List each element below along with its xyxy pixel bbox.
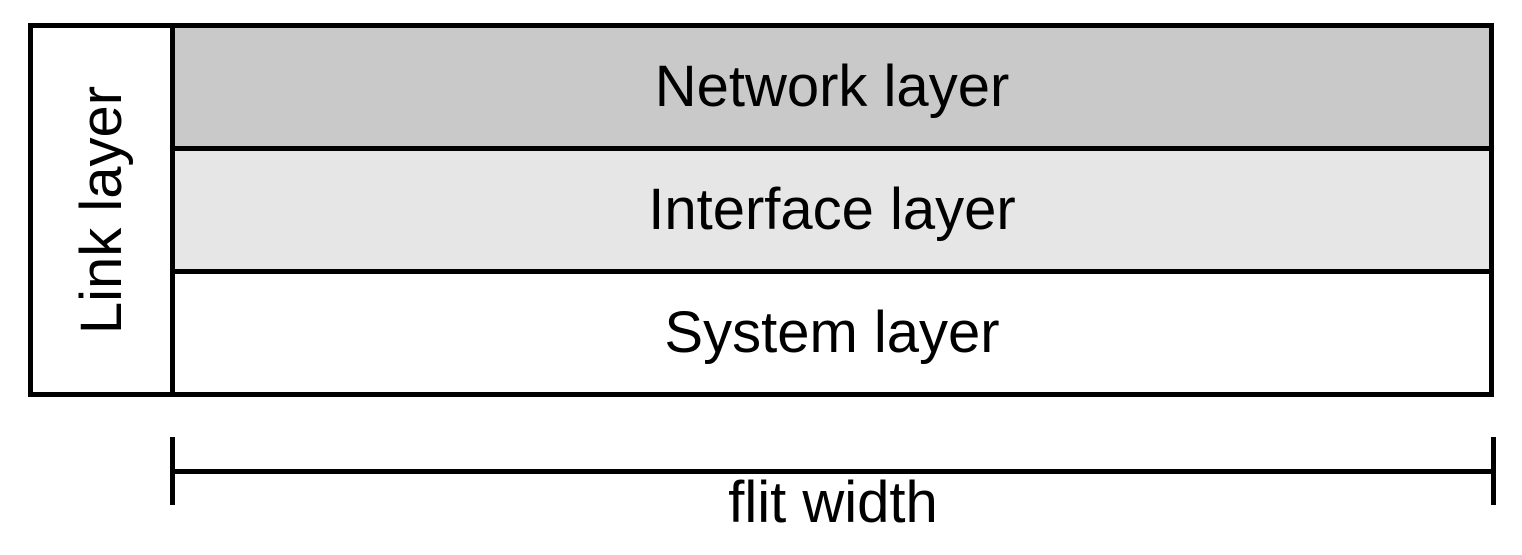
bracket-right-tick — [1491, 437, 1496, 505]
link-layer-box: Link layer — [33, 28, 175, 392]
link-layer-label: Link layer — [68, 85, 134, 335]
network-layer-box: Network layer — [175, 28, 1489, 151]
flit-width-label: flit width — [728, 470, 938, 535]
flit-width-bracket — [170, 437, 1496, 507]
interface-layer-box: Interface layer — [175, 151, 1489, 274]
network-layer-label: Network layer — [654, 54, 1010, 119]
layer-stack: Link layer Network layer Interface layer… — [28, 23, 1494, 397]
interface-layer-label: Interface layer — [648, 177, 1016, 242]
layer-column: Network layer Interface layer System lay… — [175, 28, 1489, 392]
system-layer-box: System layer — [175, 274, 1489, 392]
bracket-line — [170, 469, 1496, 474]
system-layer-label: System layer — [664, 300, 1000, 365]
